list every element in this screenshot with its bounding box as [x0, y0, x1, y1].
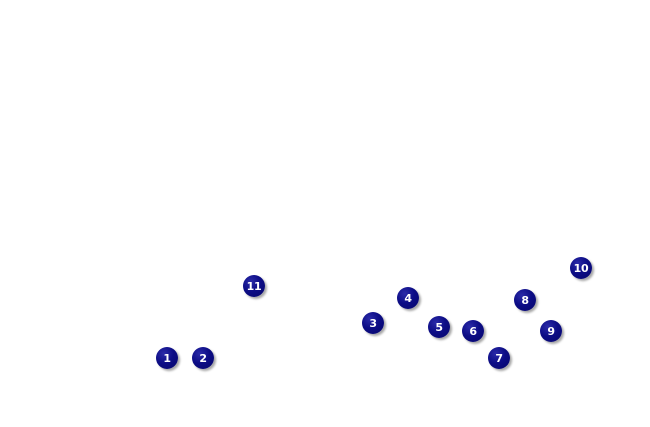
marker-label: 6 — [469, 324, 477, 338]
map-marker-3[interactable]: 3 — [362, 312, 384, 334]
marker-label: 4 — [404, 291, 412, 305]
map-marker-7[interactable]: 7 — [488, 347, 510, 369]
map-marker-5[interactable]: 5 — [428, 316, 450, 338]
marker-label: 9 — [547, 324, 555, 338]
marker-label: 3 — [369, 316, 377, 330]
map-marker-11[interactable]: 11 — [243, 275, 265, 297]
marker-label: 1 — [163, 351, 171, 365]
marker-label: 2 — [199, 351, 207, 365]
marker-label: 5 — [435, 320, 443, 334]
marker-label: 7 — [495, 351, 503, 365]
marker-label: 10 — [573, 261, 589, 275]
map-marker-1[interactable]: 1 — [156, 347, 178, 369]
marker-label: 8 — [521, 293, 529, 307]
map-marker-9[interactable]: 9 — [540, 320, 562, 342]
map-marker-10[interactable]: 10 — [570, 257, 592, 279]
map-marker-4[interactable]: 4 — [397, 287, 419, 309]
marker-label: 11 — [246, 279, 262, 293]
map-marker-2[interactable]: 2 — [192, 347, 214, 369]
map-marker-8[interactable]: 8 — [514, 289, 536, 311]
map-marker-6[interactable]: 6 — [462, 320, 484, 342]
